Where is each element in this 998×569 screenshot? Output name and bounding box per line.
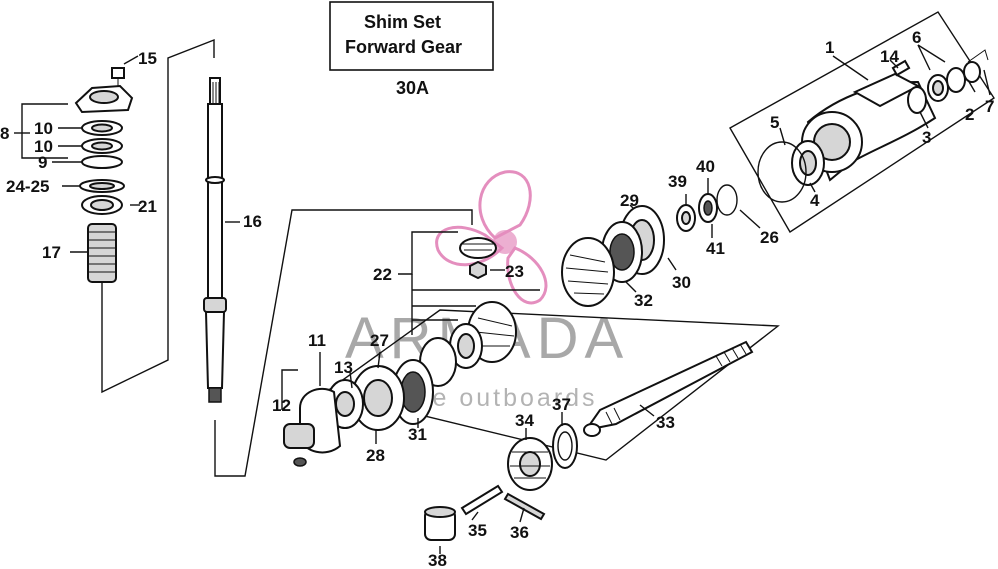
callout-27: 27 [370,331,389,350]
callout-30: 30 [672,273,691,292]
callout-10a: 10 [34,119,53,138]
shim-washers [629,178,761,238]
callout-15: 15 [138,49,157,68]
callout-28: 28 [366,446,385,465]
propeller-logo [435,170,548,305]
callout-9: 9 [38,153,47,172]
callout-40: 40 [696,157,715,176]
reverse-gear-group [281,301,517,467]
callout-35: 35 [468,521,487,540]
shim-box-line2: Forward Gear [345,37,462,57]
callout-11: 11 [308,331,326,350]
callout-5: 5 [770,113,779,132]
callout-32: 32 [634,291,653,310]
shim-box-line1: Shim Set [364,12,441,32]
callout-29: 29 [620,191,639,210]
callout-22: 22 [373,265,392,284]
callout-7: 7 [985,97,994,116]
callout-21: 21 [138,197,157,216]
callout-41: 41 [706,239,725,258]
forward-gear [561,205,677,307]
callout-6: 6 [912,28,921,47]
callout-36: 36 [510,523,529,542]
callout-12: 12 [272,396,291,415]
callout-37: 37 [552,395,571,414]
left-bearing-stack [14,38,215,394]
driveshaft [203,77,473,477]
callout-10b: 10 [34,137,53,156]
callout-14: 14 [880,47,899,66]
callout-33: 33 [656,413,675,432]
callout-26: 26 [760,228,779,247]
callout-17: 17 [42,243,61,262]
callout-24-25: 24-25 [6,177,49,196]
callout-1: 1 [825,38,834,57]
callout-8: 8 [0,124,9,143]
callout-38: 38 [428,551,447,569]
callout-16: 16 [243,212,262,231]
shim-set-box: Shim Set Forward Gear 30A [329,1,494,98]
callout-labels: 1 14 6 2 7 3 5 4 26 40 39 41 29 30 32 22… [0,28,994,569]
callout-4: 4 [810,191,820,210]
callout-13: 13 [334,358,353,377]
propeller-shaft [424,340,754,554]
callout-2: 2 [965,105,974,124]
callout-23: 23 [505,262,524,281]
callout-31: 31 [408,425,427,444]
callout-3: 3 [922,128,931,147]
callout-39: 39 [668,172,687,191]
pinion-gear [324,231,780,461]
housing-group [729,11,995,233]
callout-34: 34 [515,411,534,430]
shim-box-ref: 30A [396,78,429,98]
